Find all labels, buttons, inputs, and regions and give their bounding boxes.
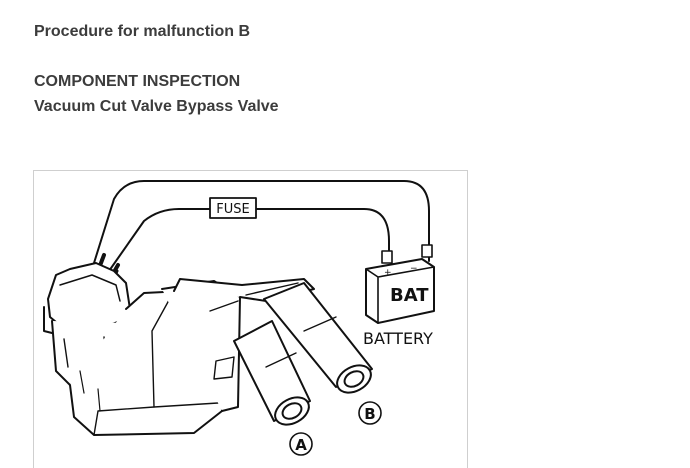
component-heading: Vacuum Cut Valve Bypass Valve bbox=[34, 98, 279, 115]
svg-text:A: A bbox=[295, 436, 307, 454]
wire-fuse-to-battery bbox=[255, 208, 390, 252]
svg-text:B: B bbox=[364, 405, 375, 423]
section-heading: COMPONENT INSPECTION bbox=[34, 73, 241, 90]
wire-outer bbox=[93, 180, 430, 264]
pipe-a bbox=[233, 320, 311, 426]
battery-minus: − bbox=[410, 264, 418, 274]
diagram-svg: FUSE + − BAT BATTERY bbox=[43, 180, 435, 456]
battery-label: BATTERY bbox=[363, 329, 433, 348]
pipe-b bbox=[263, 282, 373, 394]
battery: + − BAT bbox=[365, 244, 435, 324]
procedure-heading: Procedure for malfunction B bbox=[34, 23, 251, 40]
valve-body bbox=[43, 262, 315, 436]
battery-plus: + bbox=[384, 268, 392, 278]
inspection-diagram: FUSE + − BAT BATTERY bbox=[33, 170, 468, 468]
fuse: FUSE bbox=[209, 197, 257, 219]
wire-inner bbox=[108, 208, 211, 272]
port-a-label: A bbox=[289, 432, 313, 456]
fuse-label: FUSE bbox=[216, 202, 249, 217]
port-b-label: B bbox=[358, 401, 382, 425]
battery-symbol: BAT bbox=[390, 285, 429, 306]
